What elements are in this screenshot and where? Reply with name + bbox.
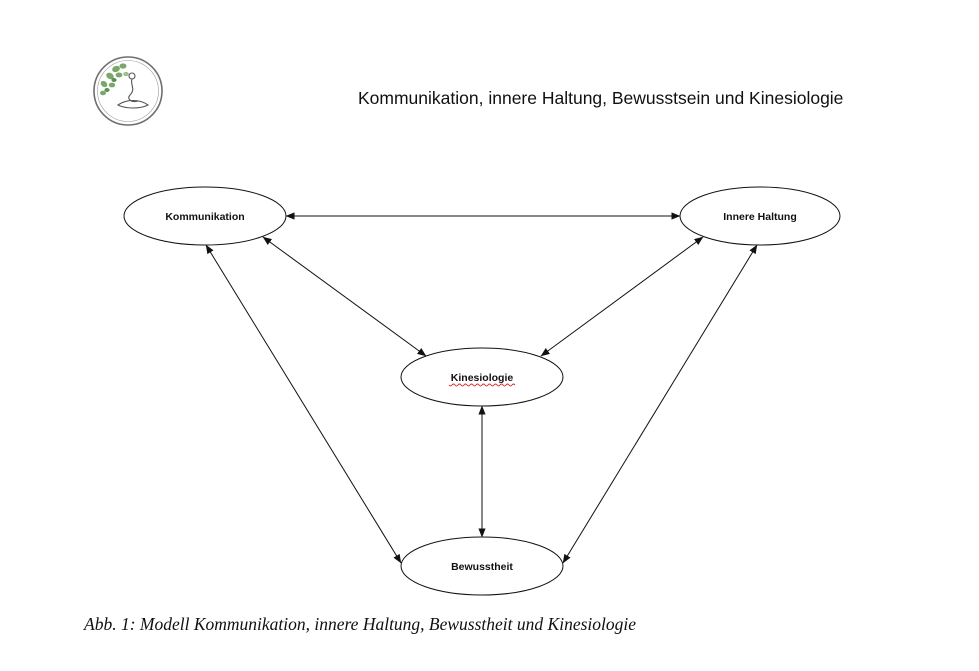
page-title: Kommunikation, innere Haltung, Bewusstse…	[358, 88, 844, 108]
figure-caption: Abb. 1: Modell Kommunikation, innere Hal…	[84, 614, 637, 634]
edge-innere-haltung-kinesiologie	[540, 236, 704, 357]
node-kommunikation-label: Kommunikation	[165, 211, 244, 223]
edge-kommunikation-bewusstheit	[205, 244, 402, 564]
leaf-vine-logo-icon	[93, 56, 163, 126]
node-innere-haltung-label: Innere Haltung	[723, 211, 797, 223]
node-innere-haltung: Innere Haltung	[679, 186, 841, 246]
node-kinesiologie: Kinesiologie	[400, 347, 564, 407]
node-kommunikation: Kommunikation	[123, 186, 287, 246]
node-bewusstheit-label: Bewusstheit	[451, 561, 513, 573]
node-bewusstheit: Bewusstheit	[400, 536, 564, 596]
edge-innere-haltung-bewusstheit	[562, 244, 758, 564]
spellcheck-underline	[448, 383, 516, 387]
edge-kommunikation-kinesiologie	[262, 236, 427, 357]
node-kinesiologie-label: Kinesiologie	[451, 372, 514, 384]
